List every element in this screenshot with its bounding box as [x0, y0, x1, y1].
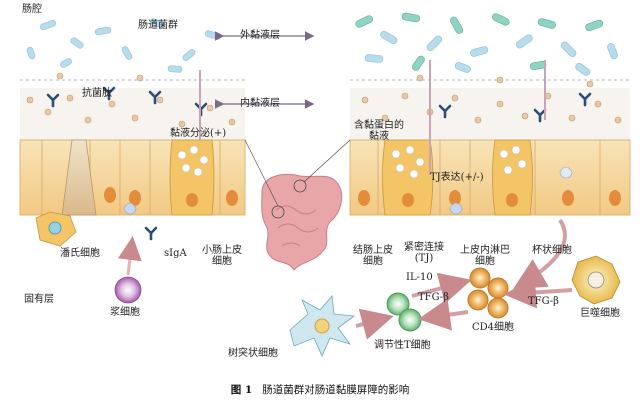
label-lumen: 肠腔: [22, 4, 42, 15]
label-plasma-cell: 浆细胞: [110, 307, 140, 318]
label-iel: 上皮内淋巴 细胞: [450, 245, 520, 267]
label-tgfb-right: TFG-β: [528, 296, 559, 307]
label-tight-junction-line1: 紧密连接: [404, 242, 444, 253]
label-si-epithelium-line2: 细胞: [212, 256, 232, 267]
label-lamina-propria: 固有层: [24, 294, 54, 305]
label-mucin-mucus: 含黏蛋白的 黏液: [344, 120, 414, 142]
antibody-symbols: [46, 86, 592, 241]
microbiota-left: [26, 18, 222, 73]
label-si-epithelium-line1: 小肠上皮: [202, 245, 242, 256]
paneth-cell-body: [35, 211, 77, 247]
colon-epithelium: [349, 139, 631, 216]
label-inner-mucus: 内黏液层: [240, 98, 280, 109]
label-tgfb-left: TFG-β: [418, 292, 449, 303]
label-macrophage: 巨噬细胞: [580, 308, 620, 319]
label-si-epithelium: 小肠上皮 细胞: [194, 245, 250, 267]
label-dendritic-cell: 树突状细胞: [228, 348, 278, 359]
label-iel-line2: 细胞: [475, 256, 495, 267]
plasma-cell: [114, 276, 142, 304]
label-treg-cell: 调节性T细胞: [374, 340, 431, 351]
label-paneth-cell: 潘氏细胞: [60, 248, 100, 259]
label-antimicrobial-peptide: 抗菌肽: [82, 88, 112, 99]
label-microbiota: 肠道菌群: [138, 20, 178, 31]
label-goblet-cell: 杯状细胞: [532, 245, 572, 256]
arrows: [117, 31, 573, 340]
small-intestine-epithelium: [19, 139, 246, 216]
label-il10: IL-10: [406, 272, 433, 283]
goblet-cell-right: [492, 139, 533, 216]
paneth-cell-shape: [61, 139, 97, 216]
macrophage: [571, 255, 621, 305]
label-mucin-mucus-line2: 黏液: [369, 131, 389, 142]
cd4-cells: [467, 267, 509, 319]
label-colon-epithelium: 结肠上皮 细胞: [345, 245, 401, 267]
label-tj-expression: TJ表达(+/-): [430, 172, 484, 183]
figure-caption: 图 1 肠道菌群对肠道黏膜屏障的影响: [0, 382, 640, 397]
label-colon-epithelium-line2: 细胞: [363, 256, 383, 267]
figure-number: 图 1: [230, 384, 253, 396]
dendritic-cell: [289, 295, 356, 357]
figure-caption-text: 肠道菌群对肠道黏膜屏障的影响: [262, 384, 410, 396]
microbiota-right: [355, 12, 618, 76]
label-outer-mucus: 外黏液层: [240, 30, 280, 41]
label-tight-junction: 紧密连接 (TJ): [396, 242, 452, 264]
label-mucin-mucus-line1: 含黏蛋白的: [354, 120, 404, 131]
label-mucus-secretion: 黏液分泌(+): [170, 128, 227, 139]
label-tight-junction-line2: (TJ): [414, 253, 434, 264]
label-iel-line1: 上皮内淋巴: [460, 245, 510, 256]
mucus-particles: [26, 72, 622, 128]
label-colon-epithelium-line1: 结肠上皮: [353, 245, 393, 256]
treg-cells: [386, 292, 422, 332]
label-cd4-cell: CD4细胞: [472, 322, 515, 333]
label-siga: sIgA: [164, 248, 187, 259]
intestine-illustration: [244, 139, 351, 271]
